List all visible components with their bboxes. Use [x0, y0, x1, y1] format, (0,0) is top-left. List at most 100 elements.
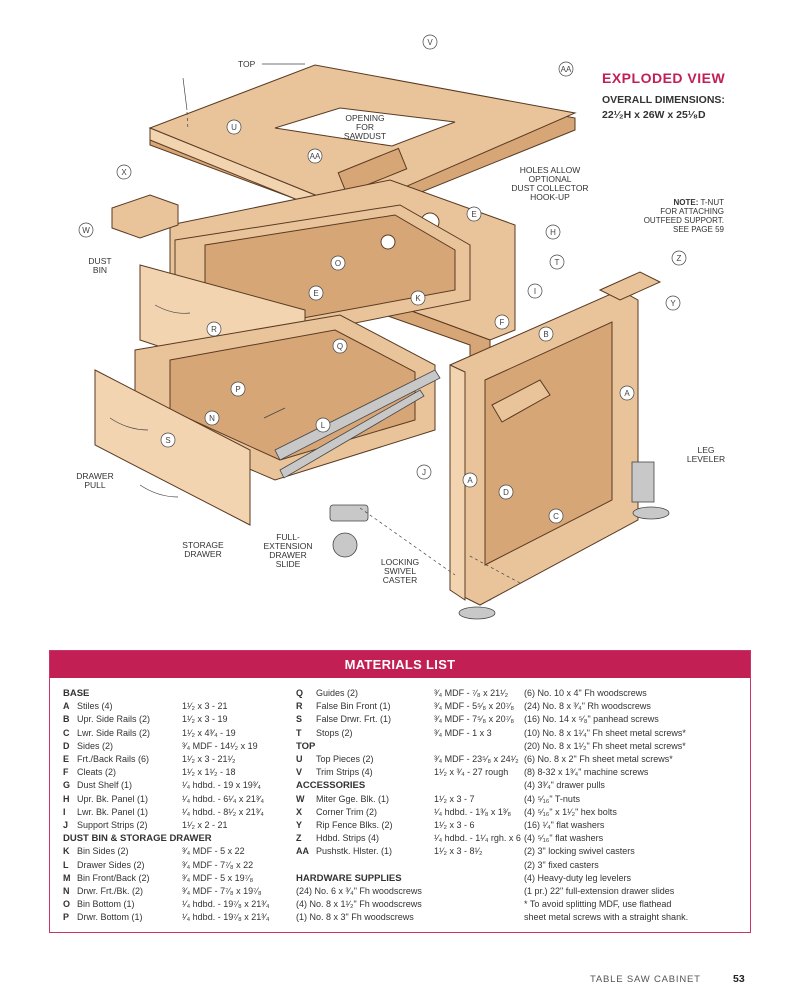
- part-size: ³⁄₄ MDF - 1 x 3: [434, 727, 492, 738]
- page-footer: TABLE SAW CABINET 53: [590, 973, 750, 985]
- part-callout-letter: J: [422, 468, 426, 477]
- part-key: Z: [296, 833, 302, 844]
- part-size: ³⁄₄ MDF - 5 x 19⁷⁄₈: [182, 872, 254, 883]
- part-callout-circle: [230, 381, 246, 397]
- part-size: ¹⁄₄ hdbd. - 1¹⁄₄ rgh. x 6: [434, 833, 521, 844]
- part-key: B: [63, 714, 70, 725]
- part-callout-circle: [558, 61, 574, 77]
- part-key: P: [63, 912, 70, 923]
- part-key: K: [63, 846, 70, 857]
- hardware-item: (16) No. 14 x ⁵⁄₈" panhead screws: [524, 714, 659, 725]
- part-callout-letter: S: [165, 436, 170, 445]
- hardware-item: (4) ⁵⁄₁₆" flat washers: [524, 833, 604, 844]
- part-callout-circle: [422, 34, 438, 50]
- part-size: 1¹⁄₂ x ³⁄₄ - 27 rough: [434, 767, 509, 778]
- part-name: Lwr. Bk. Panel (1): [77, 806, 149, 817]
- part-name: Frt./Back Rails (6): [77, 754, 150, 765]
- hardware-item: (10) No. 8 x 1¹⁄₄" Fh sheet metal screws…: [524, 727, 686, 738]
- part-callout-circle: [545, 224, 561, 240]
- part-key: E: [63, 754, 70, 765]
- part-name: Miter Gge. Blk. (1): [316, 793, 390, 804]
- hardware-item: (4) No. 8 x 1¹⁄₂" Fh woodscrews: [296, 899, 422, 910]
- part-key: G: [63, 780, 71, 791]
- part-callout-circle: [671, 250, 687, 266]
- hardware-item: (16) ¹⁄₄" flat washers: [524, 820, 605, 831]
- part-key: AA: [296, 846, 309, 857]
- hardware-item: (20) No. 8 x 1¹⁄₂" Fh sheet metal screws…: [524, 740, 686, 751]
- hardware-item: * To avoid splitting MDF, use flathead: [524, 899, 672, 910]
- part-size: ³⁄₄ MDF - 14¹⁄₂ x 19: [182, 740, 258, 751]
- part-name: Upr. Side Rails (2): [77, 714, 151, 725]
- materials-section-heading: DUST BIN & STORAGE DRAWER: [63, 833, 212, 845]
- part-name: Guides (2): [316, 688, 359, 698]
- part-name: Drwr. Bottom (1): [77, 912, 143, 923]
- miter-gauge-block: [111, 194, 179, 239]
- part-callout-circle: [307, 148, 323, 164]
- hardware-item: (2) 3" locking swivel casters: [524, 846, 635, 857]
- part-name: Bin Bottom (1): [77, 899, 135, 910]
- part-name: Top Pieces (2): [316, 754, 374, 765]
- part-name: Bin Sides (2): [77, 846, 129, 857]
- part-callout-letter: U: [231, 123, 237, 132]
- part-size: ¹⁄₄ hdbd. - 8¹⁄₂ x 21³⁄₄: [182, 806, 264, 817]
- hardware-item: (6) No. 10 x 4" Fh woodscrews: [524, 688, 647, 698]
- part-name: Corner Trim (2): [316, 806, 378, 817]
- part-key: Y: [296, 820, 303, 831]
- part-key: J: [63, 820, 69, 831]
- part-callout-letter: A: [467, 476, 473, 485]
- part-callout-letter: D: [503, 488, 509, 497]
- part-key: V: [296, 767, 303, 778]
- part-callout-circle: [204, 410, 220, 426]
- hardware-item: (4) ⁵⁄₁₆" x 1¹⁄₂" hex bolts: [524, 806, 617, 817]
- materials-section-heading: ACCESSORIES: [296, 780, 366, 792]
- part-callout-letter: E: [313, 289, 318, 298]
- part-callout-letter: R: [211, 325, 217, 334]
- part-size: 1¹⁄₂ x 2 - 21: [182, 820, 228, 831]
- part-key: T: [296, 727, 302, 738]
- part-callout-letter: V: [427, 38, 433, 47]
- part-name: Bin Front/Back (2): [77, 872, 150, 883]
- part-callout-letter: H: [550, 228, 556, 237]
- part-name: Sides (2): [77, 740, 114, 751]
- hardware-item: (1 pr.) 22" full-extension drawer slides: [524, 886, 675, 897]
- part-key: M: [63, 872, 71, 883]
- part-size: ³⁄₄ MDF - 5 x 22: [182, 846, 245, 857]
- part-callout-circle: [308, 285, 324, 301]
- part-key: H: [63, 793, 70, 804]
- part-callout-circle: [416, 464, 432, 480]
- part-name: Support Strips (2): [77, 820, 148, 831]
- hardware-item: (6) No. 8 x 2" Fh sheet metal screws*: [524, 754, 673, 765]
- part-callout-letter: Y: [670, 299, 676, 308]
- part-callout-circle: [665, 295, 681, 311]
- material-row: M Bin Front/Back (2) ³⁄₄ MDF - 5 x 19⁷⁄₈: [63, 872, 293, 885]
- hardware-item: (4) Heavy-duty leg levelers: [524, 872, 632, 883]
- part-size: 1¹⁄₂ x 3 - 21¹⁄₂: [182, 754, 236, 765]
- part-size: ¹⁄₄ hdbd. - 19⁷⁄₈ x 21³⁄₄: [182, 899, 270, 910]
- part-callout-circle: [226, 119, 242, 135]
- part-callout-letter: I: [534, 287, 536, 296]
- part-size: 1¹⁄₂ x 3 - 19: [182, 714, 228, 725]
- part-callout-circle: [466, 206, 482, 222]
- part-callout-circle: [315, 417, 331, 433]
- exploded-view-title: EXPLODED VIEW: [602, 70, 726, 86]
